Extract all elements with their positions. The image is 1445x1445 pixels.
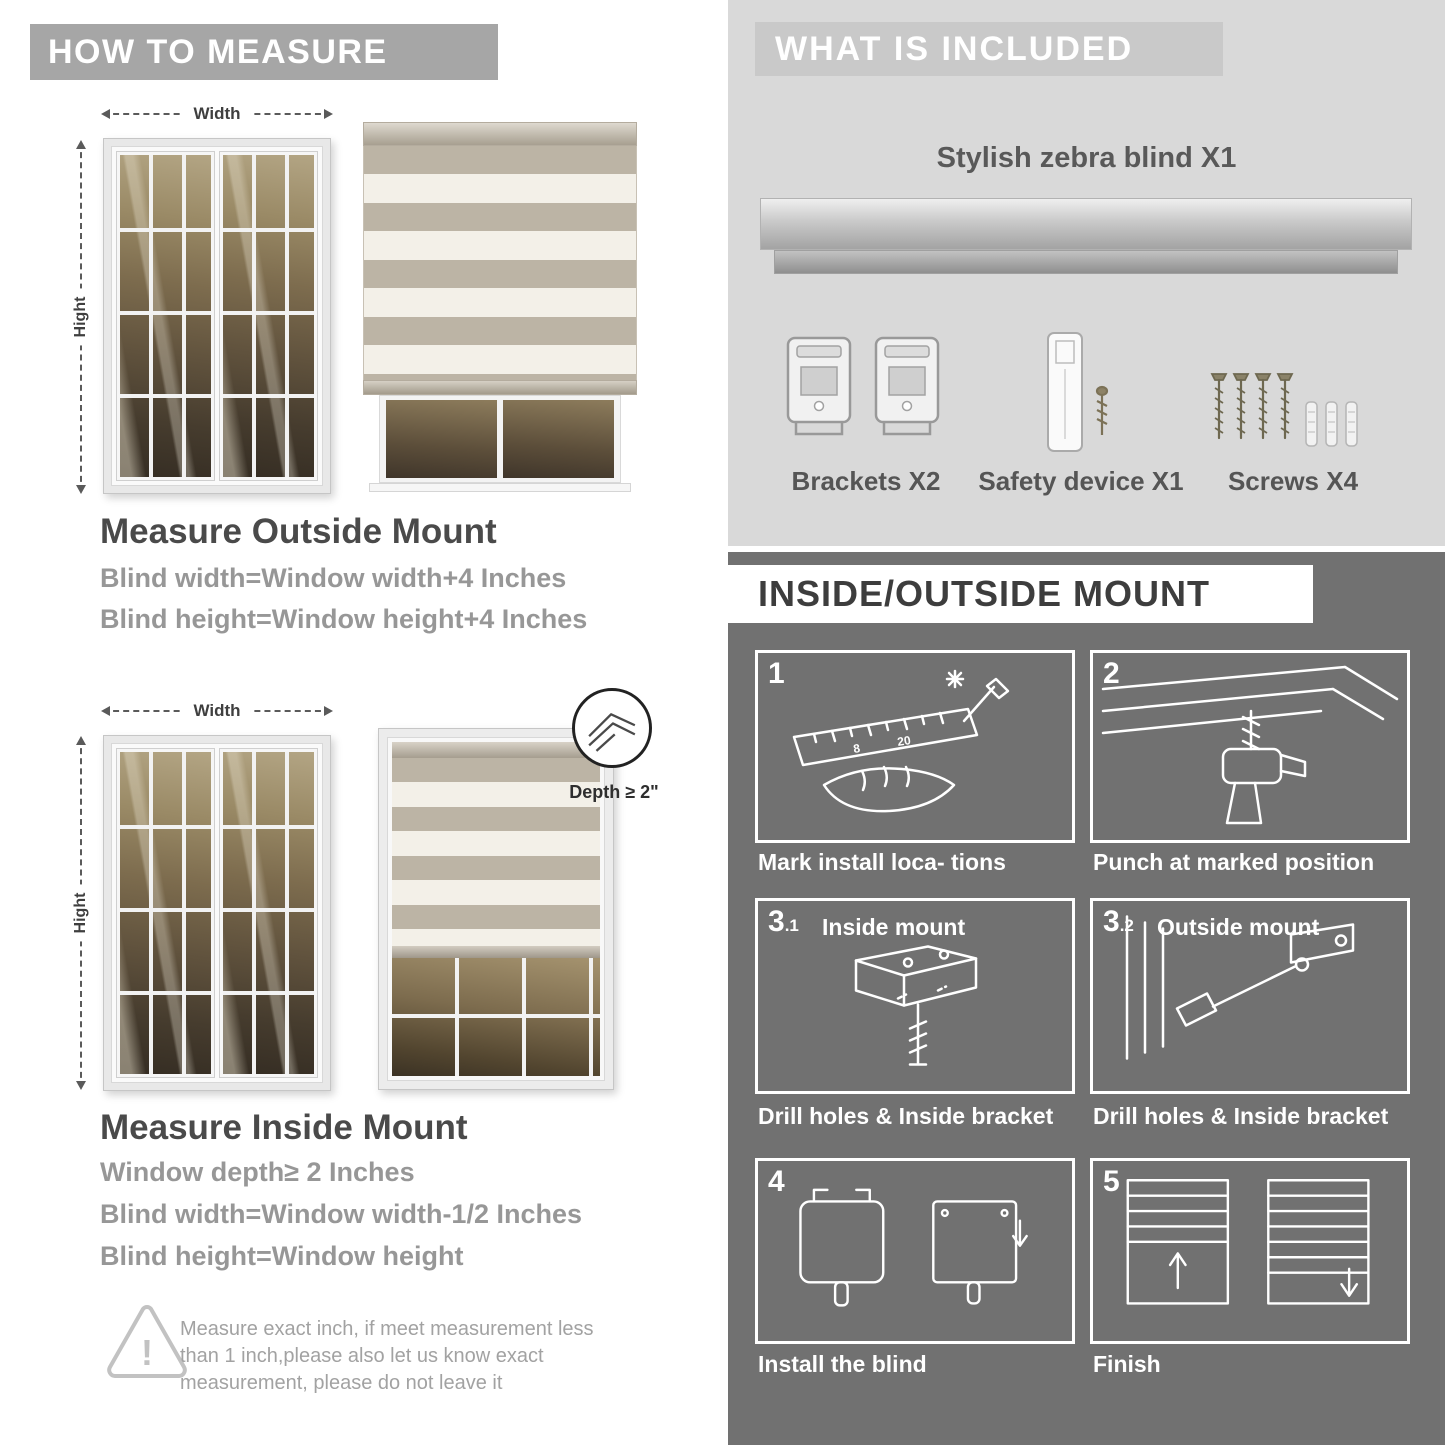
inside-mount-rule-3: Blind height=Window height xyxy=(100,1241,464,1271)
window-sash-right xyxy=(219,748,318,1078)
ruler-number: 20 xyxy=(896,733,912,749)
inside-mount-rule-1: Window depth≥ 2 Inches xyxy=(100,1157,415,1187)
step-panel-3-2: 3.2 Outside mount xyxy=(1090,898,1410,1094)
step1-illustration-mark-location: 8 20 xyxy=(792,669,1010,813)
brackets-icon xyxy=(786,334,946,443)
step-panel-4: 4 xyxy=(755,1158,1075,1344)
brackets-label: Brackets X2 xyxy=(791,466,941,496)
warning-triangle-icon: ! xyxy=(104,1300,190,1385)
blind-cassette xyxy=(363,122,637,146)
window-frame xyxy=(111,146,323,486)
step-panel-2: 2 xyxy=(1090,650,1410,843)
warning-exclamation: ! xyxy=(141,1332,153,1373)
depth-callout-circle xyxy=(572,688,652,768)
window-sash-left xyxy=(116,748,215,1078)
inside-outside-mount-banner: INSIDE/OUTSIDE MOUNT xyxy=(728,565,1313,623)
window-sash-right xyxy=(219,151,318,481)
ruler-number: 8 xyxy=(852,741,861,756)
glass-pane xyxy=(392,958,600,1076)
window-below-blind xyxy=(379,395,621,483)
step-number: 4 xyxy=(768,1165,785,1198)
step-title: Outside mount xyxy=(1157,914,1320,940)
step1-caption: Mark install loca- tions xyxy=(758,849,1006,875)
step5-caption: Finish xyxy=(1093,1351,1161,1377)
blind-cassette xyxy=(392,742,600,758)
height-label: Hight xyxy=(72,288,90,346)
outside-mount-heading: Measure Outside Mount xyxy=(100,512,497,551)
width-arrow-inside: Width xyxy=(101,701,333,721)
zebra-blind-illustration-inside xyxy=(378,728,614,1090)
window-frame xyxy=(387,737,605,1081)
window-sash-left xyxy=(116,151,215,481)
headrail-lip xyxy=(774,250,1398,274)
width-label: Width xyxy=(183,701,251,721)
safety-device-label: Safety device X1 xyxy=(978,466,1184,496)
step4-illustration-install-blind xyxy=(799,1188,1028,1307)
outside-mount-rule-2: Blind height=Window height+4 Inches xyxy=(100,604,588,634)
what-is-included-section: WHAT IS INCLUDED Stylish zebra blind X1 xyxy=(728,0,1445,546)
glass-pane xyxy=(503,400,614,478)
step2-illustration-drill xyxy=(1101,665,1399,825)
product-name: Stylish zebra blind X1 xyxy=(936,142,1237,174)
step-number: 2 xyxy=(1103,657,1120,690)
step5-illustration-finish xyxy=(1126,1179,1370,1305)
step-number: 3.1 xyxy=(768,905,799,938)
inside-mount-rule-2: Blind width=Window width-1/2 Inches xyxy=(100,1199,583,1229)
blind-bottom-rail xyxy=(363,380,637,395)
step-number: 5 xyxy=(1103,1165,1120,1198)
height-arrow-inside: Hight xyxy=(72,736,90,1090)
inside-outside-mount-section: INSIDE/OUTSIDE MOUNT 1 8 20 2 xyxy=(728,552,1445,1445)
safety-device-icon xyxy=(1028,328,1138,465)
blind-stripes xyxy=(392,758,600,946)
step3-1-caption: Drill holes & Inside bracket xyxy=(758,1103,1054,1129)
step-title: Inside mount xyxy=(822,914,966,940)
step-number: 1 xyxy=(768,657,785,690)
outside-mount-rule-1: Blind width=Window width+4 Inches xyxy=(100,563,567,593)
screws-label: Screws X4 xyxy=(1227,466,1359,496)
depth-corner-icon xyxy=(588,713,636,752)
glass-pane xyxy=(386,400,497,478)
blind-stripes xyxy=(363,146,637,380)
step-panel-5: 5 xyxy=(1090,1158,1410,1344)
window-sill xyxy=(369,483,631,492)
height-label: Hight xyxy=(72,884,90,942)
blind-bottom-rail xyxy=(392,946,600,958)
step2-caption: Punch at marked position xyxy=(1093,849,1375,875)
window-illustration-inside xyxy=(103,735,331,1091)
step4-caption: Install the blind xyxy=(758,1351,927,1377)
step-number: 3.2 xyxy=(1103,905,1134,938)
how-to-measure-banner: HOW TO MEASURE xyxy=(30,24,498,80)
warning-text: Measure exact inch, if meet measurement … xyxy=(180,1318,594,1394)
headrail-illustration xyxy=(760,198,1412,250)
step-panel-3-1: 3.1 Inside mount xyxy=(755,898,1075,1094)
step3-1-illustration-inside-bracket xyxy=(854,945,978,1066)
window-illustration-outside xyxy=(103,138,331,494)
what-is-included-banner: WHAT IS INCLUDED xyxy=(755,22,1223,76)
inside-mount-heading: Measure Inside Mount xyxy=(100,1108,468,1147)
width-label: Width xyxy=(183,104,251,124)
zebra-blind-illustration-outside xyxy=(363,122,637,494)
height-arrow-outside: Hight xyxy=(72,140,90,494)
screws-icon xyxy=(1206,360,1376,461)
window-frame xyxy=(111,743,323,1083)
width-arrow-outside: Width xyxy=(101,104,333,124)
step3-2-caption: Drill holes & Inside bracket xyxy=(1093,1103,1389,1129)
step3-2-illustration-outside-bracket xyxy=(1125,915,1355,1060)
step-panel-1: 1 8 20 xyxy=(755,650,1075,843)
depth-label: Depth ≥ 2" xyxy=(569,782,659,802)
